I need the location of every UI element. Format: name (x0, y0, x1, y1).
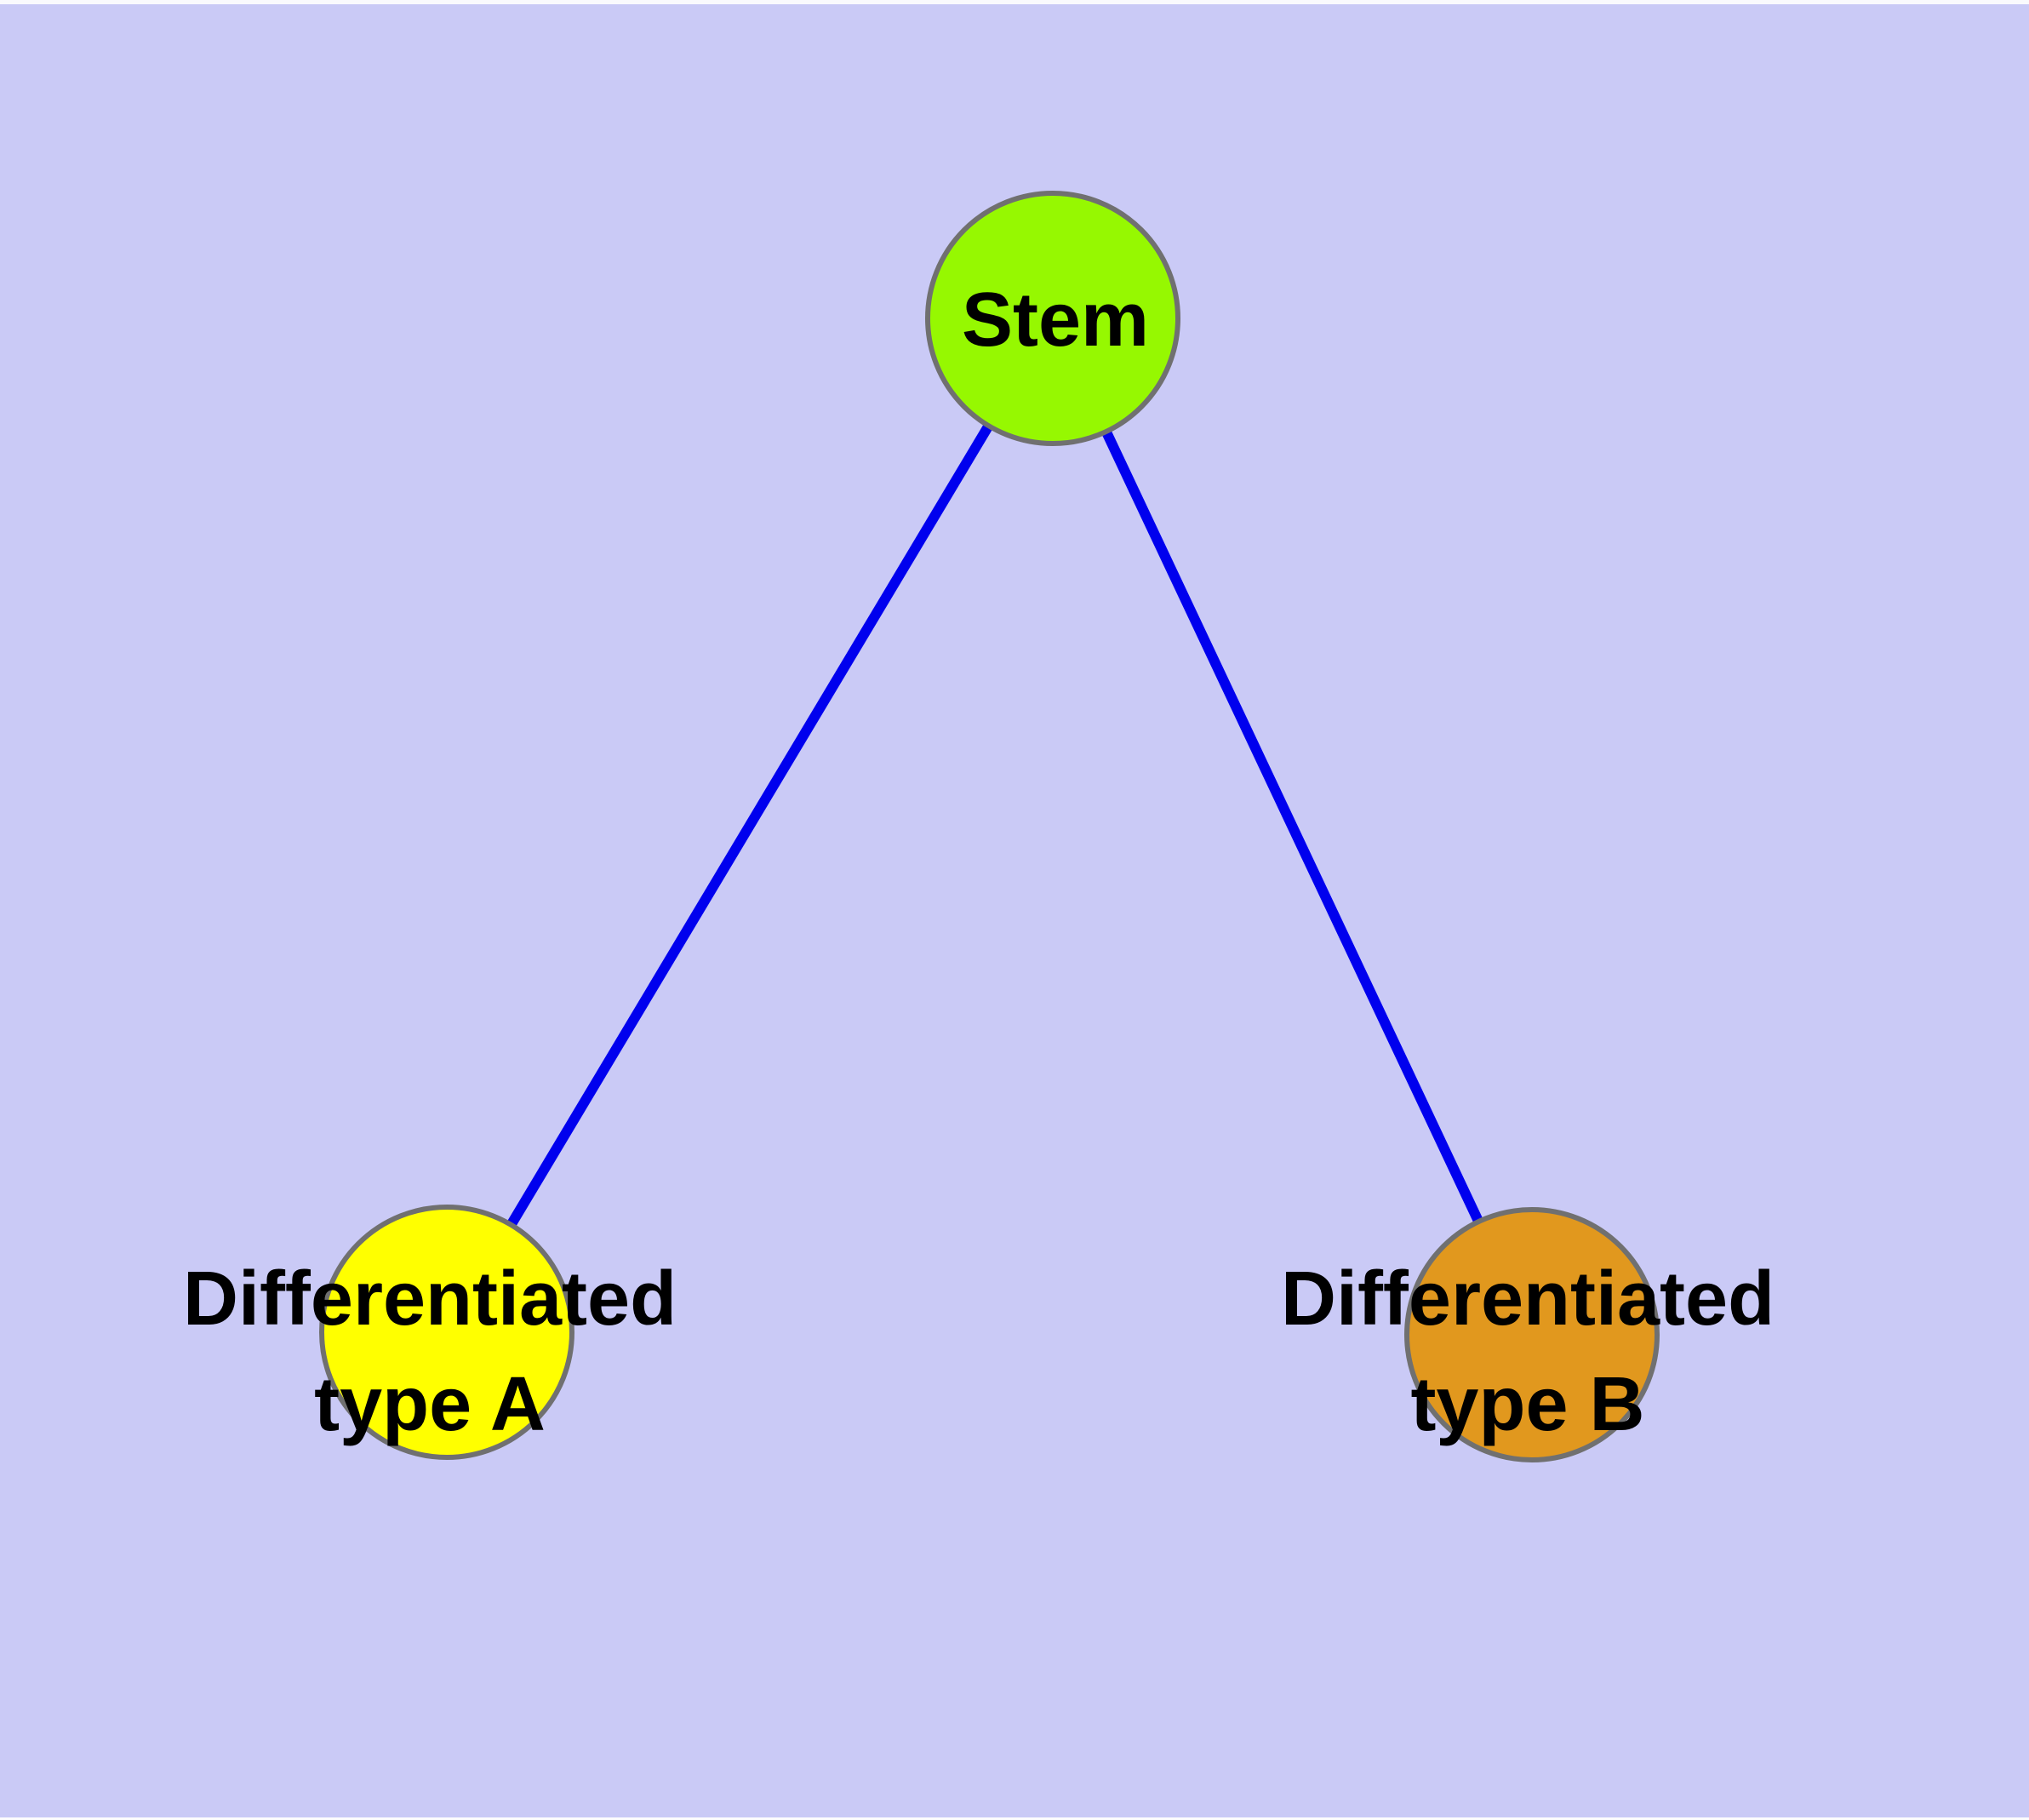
node-stem (925, 191, 1180, 446)
node-stem-label: Stem (961, 278, 1150, 363)
image-bottom-edge-strip (0, 1817, 2029, 1820)
node-differentiated-type-b (1404, 1207, 1660, 1462)
node-differentiated-type-a-label: Differentiated type A (182, 1256, 677, 1447)
node-differentiated-type-b-label: Differentiated type B (1280, 1256, 1775, 1447)
image-top-edge-strip (0, 0, 2029, 4)
edge-stem-to-type-b (1048, 316, 1537, 1337)
node-differentiated-type-a (319, 1205, 574, 1460)
edge-stem-to-type-a (442, 315, 1058, 1336)
